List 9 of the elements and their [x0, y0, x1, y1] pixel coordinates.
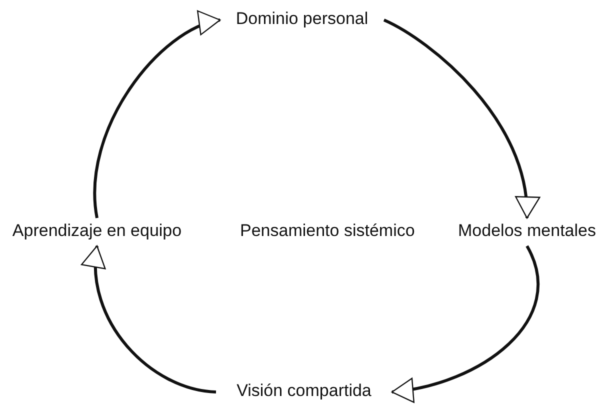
node-label: Dominio personal: [236, 9, 368, 28]
node-label: Visión compartida: [236, 381, 372, 400]
curved-arrow: [383, 18, 538, 219]
node-label: Aprendizaje en equipo: [12, 221, 182, 240]
node-label: Modelos mentales: [458, 221, 596, 240]
curved-arrow: [82, 245, 216, 394]
curved-arrow: [93, 12, 221, 218]
node-label: Pensamiento sistémico: [240, 221, 415, 240]
curved-arrow: [391, 245, 540, 402]
